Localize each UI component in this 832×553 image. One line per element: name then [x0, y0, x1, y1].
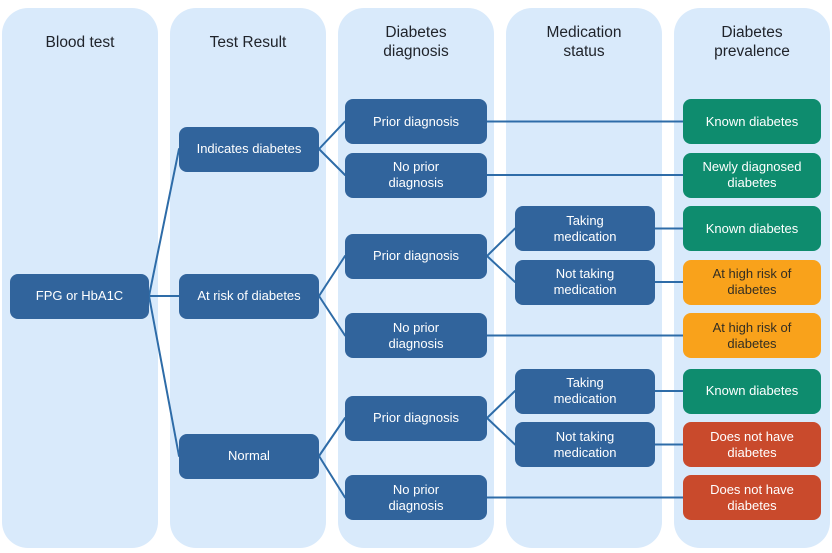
node-newly-diagnosed-diabetes: Newly diagnosed diabetes	[683, 152, 821, 198]
node-no-prior-diagnosis-1: No prior diagnosis	[345, 152, 487, 198]
column-title-blood-test: Blood test	[45, 33, 115, 51]
node-at-risk-of-diabetes: At risk of diabetes	[179, 273, 319, 319]
node-indicates-diabetes: Indicates diabetes	[179, 126, 319, 172]
node-taking-medication-2: Taking medication	[515, 368, 655, 414]
node-not-taking-medication-2: Not taking medication	[515, 422, 655, 467]
node-does-not-have-diabetes-2: Does not have diabetes	[683, 475, 821, 520]
node-known-diabetes-1: Known diabetes	[683, 99, 821, 144]
node-not-taking-medication-1: Not taking medication	[515, 259, 655, 305]
node-prior-diagnosis-1: Prior diagnosis	[345, 99, 487, 144]
node-prior-diagnosis-3: Prior diagnosis	[345, 395, 487, 441]
column-title-medication-status: Medication status	[546, 24, 622, 60]
node-fpg-or-hba1c: FPG or HbA1C	[10, 273, 149, 319]
node-no-prior-diagnosis-3: No prior diagnosis	[345, 475, 487, 520]
node-at-high-risk-2: At high risk of diabetes	[683, 313, 821, 358]
node-at-high-risk-1: At high risk of diabetes	[683, 259, 821, 305]
node-known-diabetes-2: Known diabetes	[683, 206, 821, 251]
node-does-not-have-diabetes-1: Does not have diabetes	[683, 422, 821, 467]
node-known-diabetes-3: Known diabetes	[683, 368, 821, 414]
column-title-test-result: Test Result	[209, 33, 287, 51]
node-normal: Normal	[179, 433, 319, 479]
column-title-diabetes-diagnosis: Diabetes diagnosis	[383, 24, 449, 60]
node-taking-medication-1: Taking medication	[515, 206, 655, 251]
node-no-prior-diagnosis-2: No prior diagnosis	[345, 313, 487, 358]
column-title-diabetes-prevalence: Diabetes prevalence	[714, 24, 790, 60]
node-prior-diagnosis-2: Prior diagnosis	[345, 233, 487, 279]
